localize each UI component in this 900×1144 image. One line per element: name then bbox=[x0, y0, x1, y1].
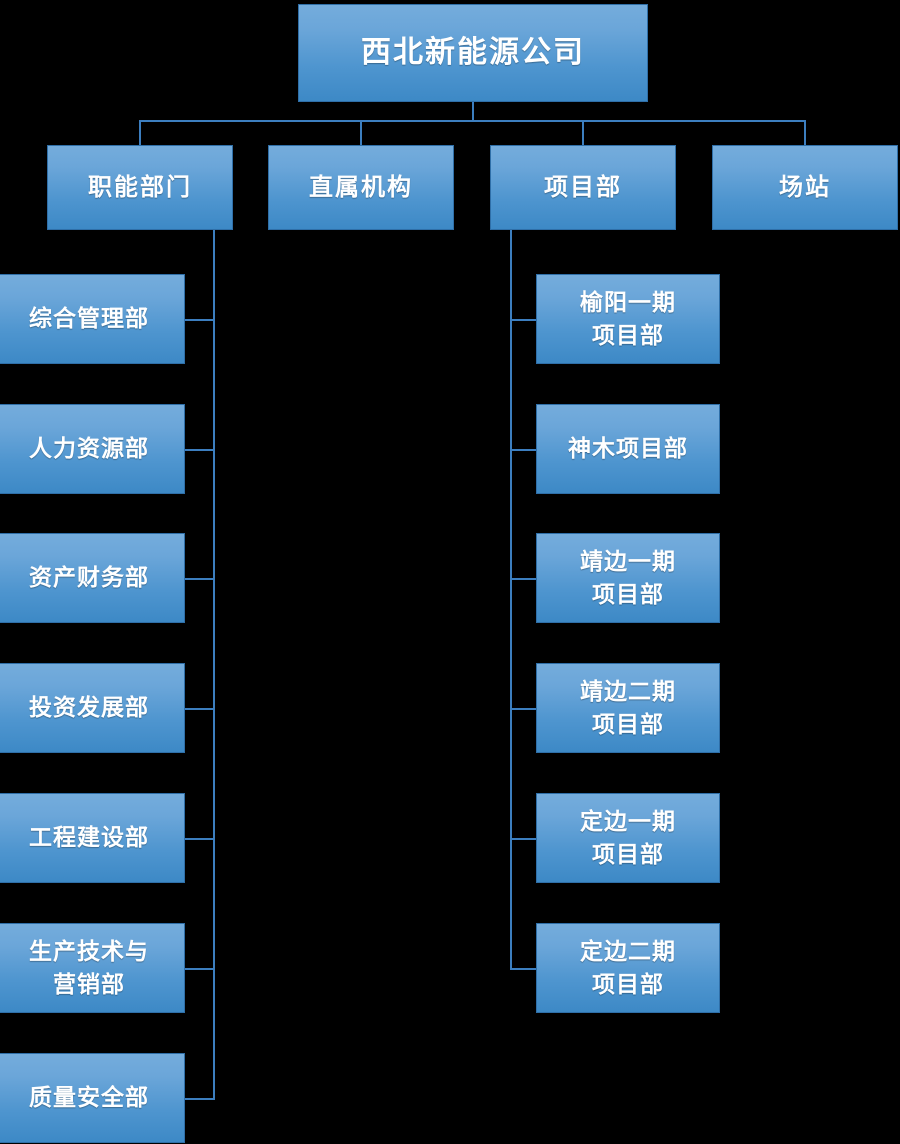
node-project-jingbian-phase2[interactable]: 靖边二期 项目部 bbox=[536, 663, 720, 753]
connector-functional-spine bbox=[213, 230, 215, 1099]
node-project-dingbian-phase1[interactable]: 定边一期 项目部 bbox=[536, 793, 720, 883]
connector-level2-drop-2 bbox=[360, 120, 362, 145]
connector-functional-elbow-5 bbox=[185, 838, 215, 840]
connector-project-elbow-4 bbox=[510, 708, 537, 710]
node-root-company[interactable]: 西北新能源公司 bbox=[298, 4, 648, 102]
node-project-dingbian-phase2[interactable]: 定边二期 项目部 bbox=[536, 923, 720, 1013]
connector-functional-elbow-3 bbox=[185, 578, 215, 580]
connector-root-drop bbox=[472, 102, 474, 122]
connector-level2-drop-3 bbox=[582, 120, 584, 145]
connector-project-elbow-5 bbox=[510, 838, 537, 840]
connector-project-spine bbox=[510, 230, 512, 969]
connector-project-elbow-2 bbox=[510, 449, 537, 451]
connector-functional-elbow-2 bbox=[185, 449, 215, 451]
node-department-investment-development[interactable]: 投资发展部 bbox=[0, 663, 185, 753]
connector-project-elbow-6 bbox=[510, 968, 537, 970]
node-level2-direct-institutions[interactable]: 直属机构 bbox=[268, 145, 454, 230]
node-level2-project-departments[interactable]: 项目部 bbox=[490, 145, 676, 230]
node-project-yuyang-phase1[interactable]: 榆阳一期 项目部 bbox=[536, 274, 720, 364]
node-department-quality-safety[interactable]: 质量安全部 bbox=[0, 1053, 185, 1143]
node-project-jingbian-phase1[interactable]: 靖边一期 项目部 bbox=[536, 533, 720, 623]
node-department-general-management[interactable]: 综合管理部 bbox=[0, 274, 185, 364]
connector-project-elbow-3 bbox=[510, 578, 537, 580]
node-department-engineering-construction[interactable]: 工程建设部 bbox=[0, 793, 185, 883]
node-project-shenmu[interactable]: 神木项目部 bbox=[536, 404, 720, 494]
connector-level2-drop-1 bbox=[139, 120, 141, 145]
connector-functional-elbow-6 bbox=[185, 968, 215, 970]
connector-functional-elbow-1 bbox=[185, 319, 215, 321]
connector-level2-drop-4 bbox=[804, 120, 806, 145]
node-department-human-resources[interactable]: 人力资源部 bbox=[0, 404, 185, 494]
node-department-production-technology-marketing[interactable]: 生产技术与 营销部 bbox=[0, 923, 185, 1013]
connector-level2-bus bbox=[139, 120, 806, 122]
connector-functional-elbow-4 bbox=[185, 708, 215, 710]
node-department-asset-finance[interactable]: 资产财务部 bbox=[0, 533, 185, 623]
connector-project-elbow-1 bbox=[510, 319, 537, 321]
node-level2-stations[interactable]: 场站 bbox=[712, 145, 898, 230]
connector-functional-elbow-7 bbox=[185, 1098, 215, 1100]
node-level2-functional-departments[interactable]: 职能部门 bbox=[47, 145, 233, 230]
